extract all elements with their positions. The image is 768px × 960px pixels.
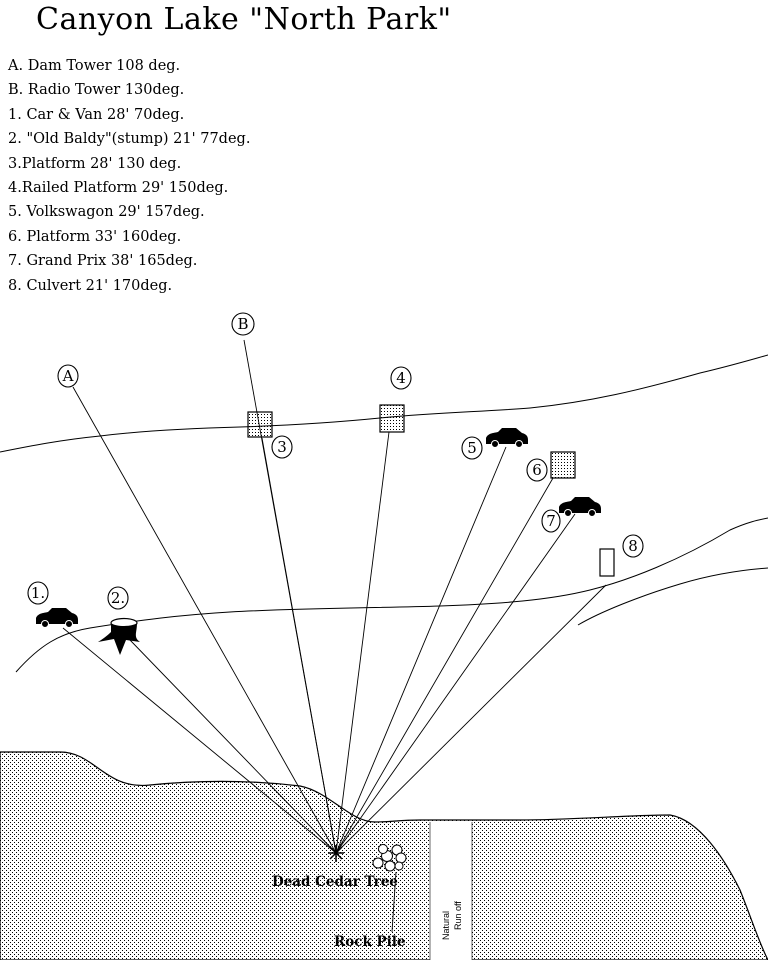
sight-line-3 <box>261 437 337 854</box>
stump-icon-2 <box>98 617 140 655</box>
marker-circle-7 <box>541 509 561 533</box>
sight-line-5 <box>335 446 507 854</box>
marker-label-1: 1. <box>31 584 45 602</box>
rock-pile-label: Rock Pile <box>334 934 406 950</box>
marker-circle-6 <box>526 458 548 482</box>
marker-circle-3 <box>271 435 293 459</box>
sight-line-7 <box>335 513 576 854</box>
legend-item-7: 7. Grand Prix 38' 165deg. <box>8 253 198 270</box>
platform-4 <box>379 404 405 433</box>
sight-line-1 <box>62 627 337 854</box>
marker-label-5: 5 <box>467 439 477 457</box>
marker-circle-5 <box>461 436 483 460</box>
marker-circle-8 <box>622 534 644 558</box>
marker-circle-4 <box>390 366 412 390</box>
marker-label-2: 2. <box>111 589 125 607</box>
sight-line-4 <box>335 431 390 854</box>
legend-item-3: 3.Platform 28' 130 deg. <box>8 155 182 172</box>
car-icon-7 <box>559 497 601 517</box>
marker-circles <box>27 312 644 610</box>
dead-cedar-tree-icon <box>328 845 344 862</box>
sight-line-6 <box>335 477 554 854</box>
legend-item-b: B. Radio Tower 130deg. <box>8 82 185 99</box>
runoff-label-line1: Natural <box>441 911 451 940</box>
legend-item-1: 1. Car & Van 28' 70deg. <box>8 106 185 123</box>
map-title: Canyon Lake "North Park" <box>36 2 452 37</box>
culvert-8 <box>599 548 615 577</box>
legend-item-6: 6. Platform 33' 160deg. <box>8 228 182 245</box>
car-icon-1 <box>36 608 78 628</box>
marker-circle-2 <box>107 586 129 610</box>
dead-cedar-tree-label: Dead Cedar Tree <box>272 874 398 890</box>
runoff-channel <box>430 822 472 960</box>
rock-pile-icon <box>372 844 407 872</box>
car-icon-5 <box>486 428 528 448</box>
marker-label-a: A <box>62 367 74 385</box>
marker-label-6: 6 <box>532 461 542 479</box>
marker-circle-b <box>231 312 255 336</box>
contour-line-lower-stub <box>577 567 768 626</box>
sight-line-8 <box>335 584 607 854</box>
sight-lines <box>62 339 607 854</box>
sight-line-2 <box>129 639 337 854</box>
marker-circle-1 <box>27 581 49 605</box>
marker-label-b: B <box>237 315 248 333</box>
legend-item-a: A. Dam Tower 108 deg. <box>8 58 181 74</box>
runoff-label-line2: Run off <box>453 901 463 930</box>
sight-line-a <box>72 386 337 854</box>
marker-label-7: 7 <box>546 512 556 530</box>
marker-circle-a <box>57 364 79 388</box>
legend-list: A. Dam Tower 108 deg. B. Radio Tower 130… <box>8 54 250 298</box>
legend-item-8: 8. Culvert 21' 170deg. <box>8 277 173 294</box>
platform-6 <box>550 451 576 479</box>
marker-label-3: 3 <box>277 438 287 456</box>
legend-item-4: 4.Railed Platform 29' 150deg. <box>8 179 229 196</box>
legend-item-5: 5. Volkswagon 29' 157deg. <box>8 204 205 221</box>
contour-line-middle <box>15 517 768 673</box>
legend-item-2: 2. "Old Baldy"(stump) 21' 77deg. <box>8 131 251 148</box>
marker-label-4: 4 <box>396 369 406 387</box>
marker-label-8: 8 <box>628 537 638 555</box>
platform-3 <box>247 411 273 438</box>
contour-line-upper <box>0 354 768 453</box>
